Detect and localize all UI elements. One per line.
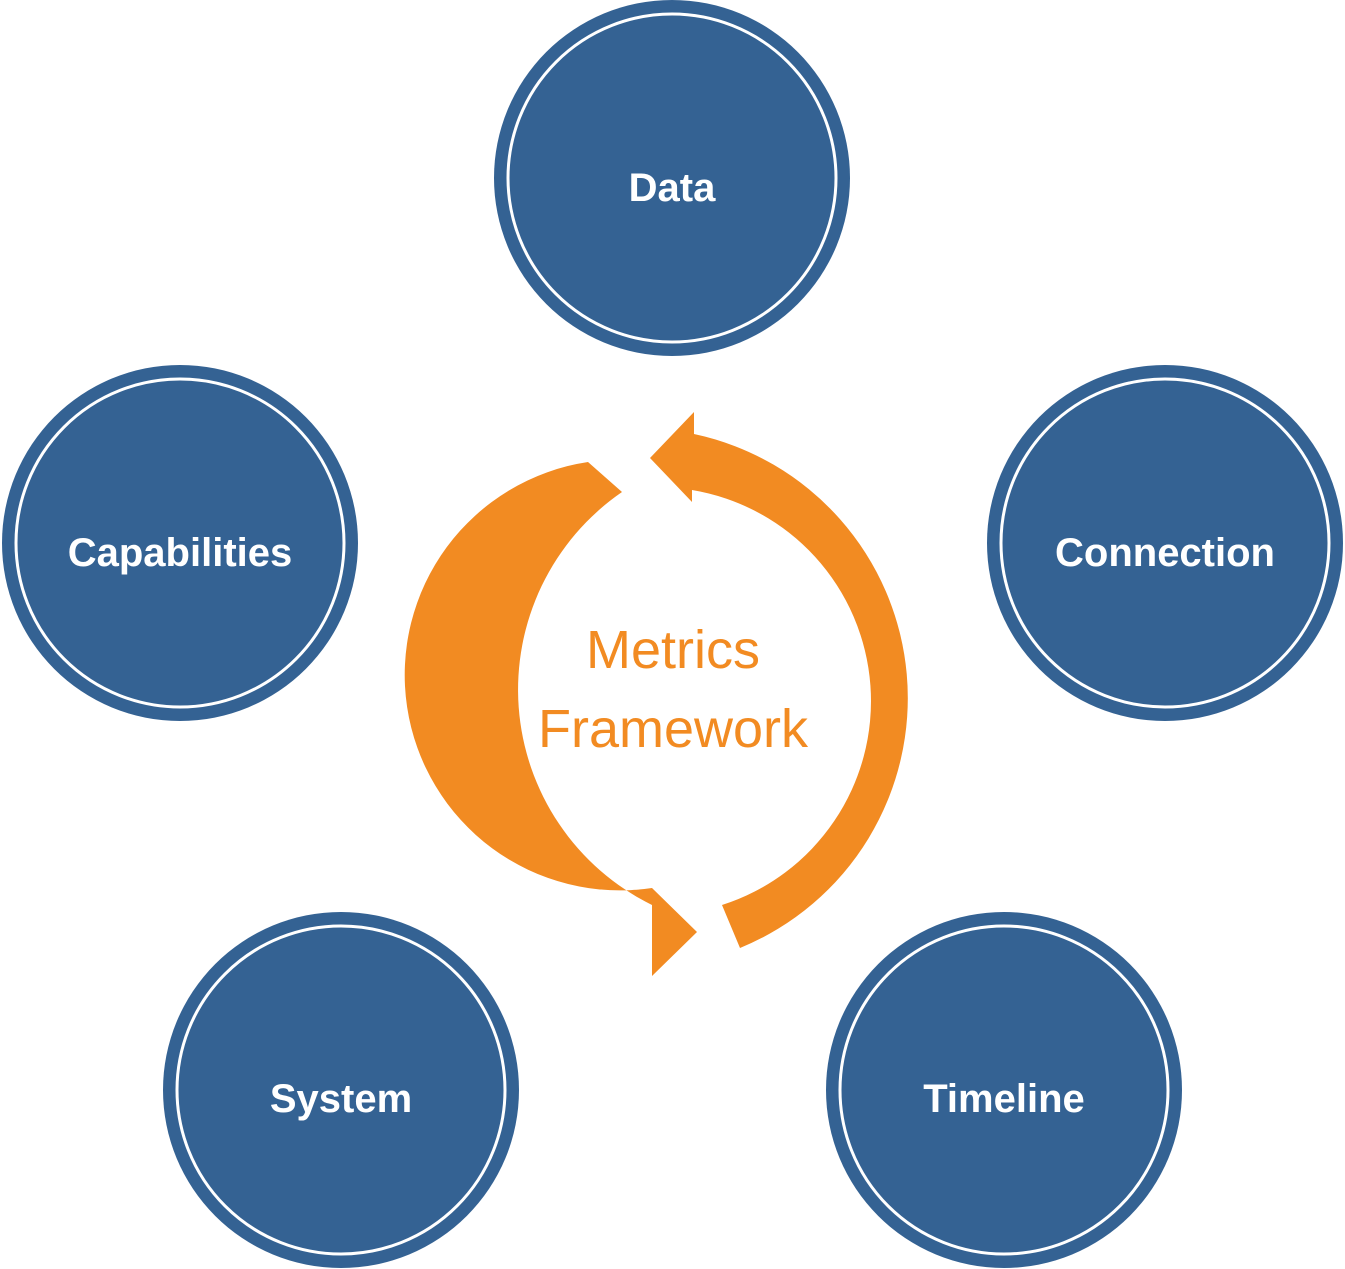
node-data-ring bbox=[506, 12, 838, 344]
node-capabilities-label: Capabilities bbox=[68, 531, 293, 575]
center-title-line2: Framework bbox=[538, 699, 809, 759]
node-timeline-circle bbox=[826, 912, 1182, 1268]
node-system: System bbox=[163, 912, 519, 1268]
node-system-label: System bbox=[270, 1077, 412, 1121]
center-title-line1: Metrics bbox=[586, 620, 760, 680]
node-data: Data bbox=[494, 0, 850, 356]
node-timeline-label: Timeline bbox=[923, 1077, 1085, 1121]
cycle-arrow-left bbox=[404, 440, 697, 976]
cycle-arrows bbox=[404, 412, 908, 976]
node-connection-label: Connection bbox=[1055, 531, 1275, 575]
node-system-circle bbox=[163, 912, 519, 1268]
node-timeline-ring bbox=[838, 924, 1170, 1256]
node-timeline: Timeline bbox=[826, 912, 1182, 1268]
cycle-arrow-right bbox=[650, 412, 908, 948]
node-connection: Connection bbox=[987, 365, 1343, 721]
node-capabilities-circle bbox=[2, 365, 358, 721]
node-capabilities-ring bbox=[14, 377, 346, 709]
node-connection-ring bbox=[999, 377, 1331, 709]
node-capabilities: Capabilities bbox=[2, 365, 358, 721]
node-system-ring bbox=[175, 924, 507, 1256]
node-connection-circle bbox=[987, 365, 1343, 721]
node-data-circle bbox=[494, 0, 850, 356]
node-data-label: Data bbox=[629, 166, 716, 210]
